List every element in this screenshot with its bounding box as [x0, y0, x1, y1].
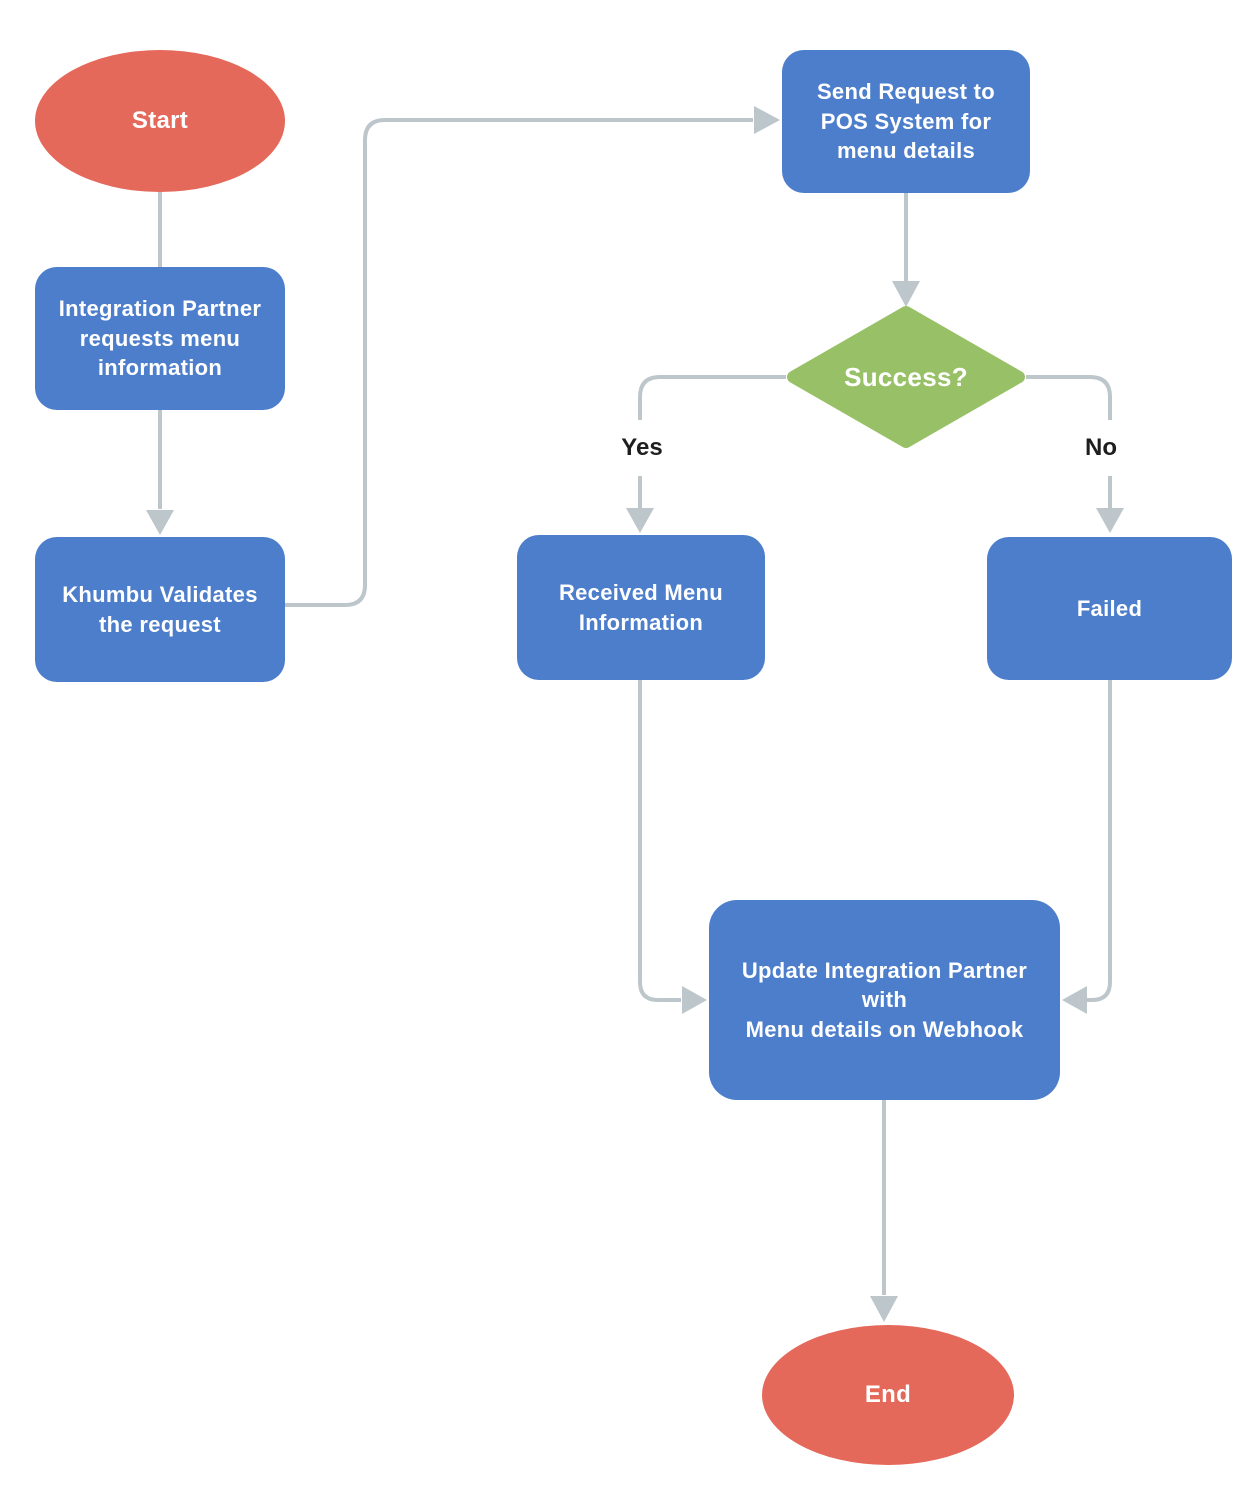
decision-diamond-shape — [787, 306, 1025, 448]
arrowhead-right-icon — [682, 986, 707, 1014]
node-validate-request-label: Khumbu Validates the request — [62, 582, 258, 637]
node-update-integration-partner: Update Integration Partner with Menu det… — [709, 900, 1060, 1100]
edge-decision-yes — [626, 375, 786, 533]
node-failed-label: Failed — [1076, 595, 1143, 621]
edge-update-to-end — [870, 1100, 898, 1322]
arrowhead-down-icon — [146, 510, 174, 535]
edge-received-to-update — [638, 680, 707, 1014]
node-send-request-pos-label: Send Request to POS System for menu deta… — [816, 79, 996, 164]
arrowhead-left-icon — [1062, 986, 1087, 1014]
node-request-menu-info: Integration Partner requests menu inform… — [35, 267, 285, 410]
node-update-integration-partner-label: Update Integration Partner with Menu det… — [741, 957, 1028, 1042]
arrowhead-down-icon — [870, 1296, 898, 1322]
node-validate-request: Khumbu Validates the request — [35, 537, 285, 682]
arrowhead-down-icon — [1096, 508, 1124, 533]
arrowhead-down-icon — [626, 508, 654, 533]
node-end: End — [762, 1325, 1014, 1465]
node-start-label: Start — [131, 107, 189, 134]
node-request-menu-info-label: Integration Partner requests menu inform… — [58, 296, 262, 381]
node-end-label: End — [864, 1381, 912, 1408]
node-success-decision-label: Success? — [844, 361, 968, 392]
node-send-request-pos: Send Request to POS System for menu deta… — [782, 50, 1030, 193]
edge-request-to-validate — [146, 410, 174, 535]
arrowhead-down-icon — [892, 281, 920, 307]
node-start: Start — [35, 50, 285, 192]
node-success-decision: Success? — [786, 305, 1026, 449]
node-received-menu-info-label: Received Menu Information — [558, 580, 724, 635]
edge-send-request-to-decision — [892, 193, 920, 307]
edge-decision-no — [1026, 375, 1124, 533]
node-failed: Failed — [987, 537, 1232, 680]
edge-label-no: No — [1085, 434, 1117, 461]
edge-label-yes: Yes — [621, 434, 663, 461]
edge-failed-to-update — [1062, 680, 1112, 1014]
arrowhead-right-icon — [754, 106, 780, 134]
edge-validate-to-send-request — [285, 106, 780, 607]
node-received-menu-info: Received Menu Information — [517, 535, 765, 680]
